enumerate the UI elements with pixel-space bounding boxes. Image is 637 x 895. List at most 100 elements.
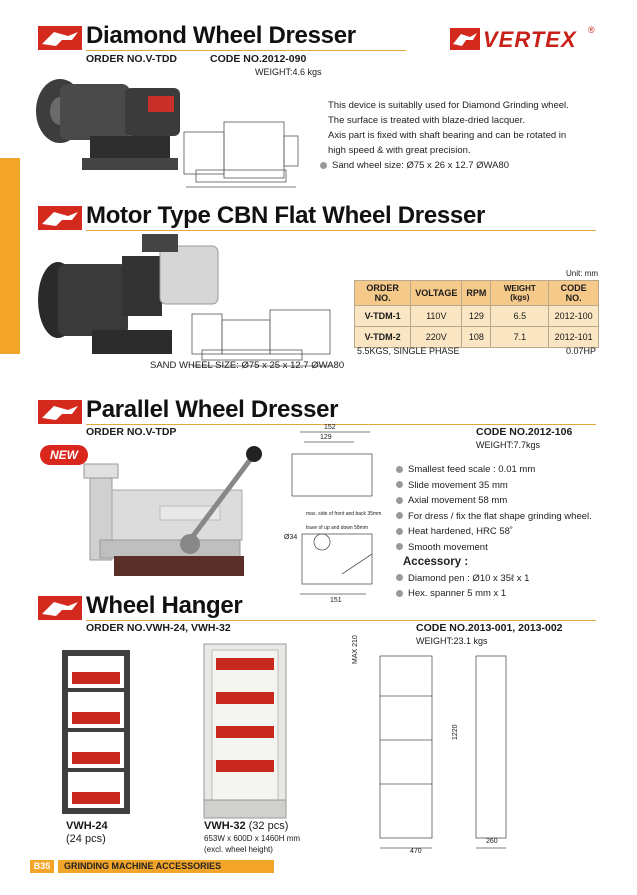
list-item: Hex. spanner 5 mm x 1	[396, 586, 592, 602]
dim-label: 129	[320, 434, 332, 441]
eagle-logo-icon	[38, 400, 82, 424]
diamond-description: This device is suitablly used for Diamon…	[320, 98, 618, 173]
accessory-title: Accessory :	[403, 556, 469, 568]
vwh-32-image	[203, 643, 287, 819]
vwh-32-size: 653W x 600D x 1460H mm	[204, 834, 301, 843]
table-cell: 6.5	[490, 305, 550, 327]
diamond-dresser-image	[36, 79, 180, 170]
bullet-icon	[396, 543, 403, 551]
table-cell: 110V	[410, 305, 463, 327]
vwh-24-image	[62, 650, 130, 814]
sand-wheel-size: Sand wheel size: Ø75 x 26 x 12.7 ØWA80	[332, 160, 510, 171]
vwh-32-name: VWH-32	[204, 820, 246, 832]
list-item: Diamond pen : Ø10 x 35ℓ x 1	[396, 571, 592, 587]
footer-label: GRINDING MACHINE ACCESSORIES	[58, 860, 274, 873]
table-cell: V-TDM-1	[353, 305, 412, 327]
table-cell: 2012-101	[548, 326, 599, 348]
table-row: V-TDM-2 220V 108 7.1 2012-101	[353, 326, 599, 348]
eagle-logo-icon	[450, 28, 480, 50]
parallel-dresser-drawing	[291, 431, 373, 595]
table-cell: 220V	[410, 326, 463, 348]
bullet-icon	[320, 161, 327, 169]
list-item: Heat hardened, HRC 58˚	[396, 524, 592, 540]
table-header: CODE NO.	[548, 280, 599, 306]
bullet-icon	[396, 589, 403, 597]
table-cell: 129	[461, 305, 492, 327]
parallel-order: ORDER NO.V-TDP	[86, 426, 177, 438]
dim-label: 260	[486, 838, 498, 845]
table-cell: 2012-100	[548, 305, 599, 327]
dim-label: MAX 210	[352, 635, 359, 664]
desc-line: high speed & with great precision.	[328, 145, 471, 156]
vwh-24-name: VWH-24	[66, 820, 108, 832]
bullet-icon	[396, 481, 403, 489]
parallel-features: Smallest feed scale : 0.01 mm Slide move…	[396, 462, 592, 602]
dim-label: Ø34	[284, 534, 298, 541]
motor-title: Motor Type CBN Flat Wheel Dresser	[86, 202, 486, 229]
dim-label: trave of up and down 58mm	[306, 525, 368, 531]
hanger-drawing	[379, 655, 507, 849]
hanger-code: CODE NO.2013-001, 2013-002	[416, 622, 563, 634]
registered-mark: ®	[588, 25, 595, 35]
motor-sand-wheel: SAND WHEEL SIZE: Ø75 x 25 x 12.7 ØWA80	[150, 360, 345, 371]
vwh-32-label: VWH-32 (32 pcs)	[204, 820, 288, 832]
vertex-logo: VERTEX ®	[450, 25, 600, 52]
vwh-32-note: (excl. wheel height)	[204, 845, 273, 854]
table-row: V-TDM-1 110V 129 6.5 2012-100	[353, 305, 599, 327]
hanger-weight: WEIGHT:23.1 kgs	[416, 636, 488, 646]
table-cell: 7.1	[490, 326, 550, 348]
motor-dresser-image	[38, 234, 219, 354]
desc-line: This device is suitablly used for Diamon…	[328, 100, 569, 111]
diamond-title: Diamond Wheel Dresser	[86, 22, 356, 49]
vertex-wordmark: VERTEX	[483, 27, 577, 52]
dim-label: 152	[324, 424, 336, 431]
eagle-logo-icon	[38, 26, 82, 50]
desc-line: The surface is treated with blaze-dried …	[328, 115, 525, 126]
bullet-icon	[396, 496, 403, 504]
bullet-icon	[396, 574, 403, 582]
divider	[86, 424, 596, 425]
list-item: Slide movement 35 mm	[396, 478, 592, 494]
dim-label: max. side of front and back 35mm	[306, 511, 382, 517]
bullet-icon	[396, 465, 403, 473]
desc-line: Axis part is fixed with shaft bearing an…	[328, 130, 567, 141]
diamond-weight: WEIGHT:4.6 kgs	[255, 67, 322, 77]
parallel-code: CODE NO.2012-106	[476, 426, 573, 438]
bullet-icon	[396, 527, 403, 535]
diamond-dresser-drawing	[183, 121, 299, 188]
divider	[86, 50, 406, 51]
dim-label: 1220	[452, 724, 459, 740]
eagle-logo-icon	[38, 206, 82, 230]
list-item: For dress / fix the flat shape grinding …	[396, 509, 592, 525]
table-cell: V-TDM-2	[353, 326, 412, 348]
diamond-order: ORDER NO.V-TDD	[86, 53, 178, 65]
parallel-weight: WEIGHT:7.7kgs	[476, 440, 541, 450]
unit-label: Unit: mm	[566, 269, 598, 278]
dim-label: 151	[330, 597, 342, 604]
motor-dresser-drawing	[191, 309, 332, 367]
diamond-code: CODE NO.2012-090	[210, 53, 307, 65]
table-cell: 108	[461, 326, 492, 348]
list-item: Smooth movement	[396, 540, 592, 556]
vwh-24-pcs: (24 pcs)	[66, 833, 106, 845]
table-header: ORDER NO.	[353, 280, 412, 306]
eagle-logo-icon	[38, 596, 82, 620]
motor-power-note: 5.5KGS, SINGLE PHASE	[357, 346, 460, 356]
new-badge: NEW	[40, 445, 88, 465]
bullet-icon	[396, 512, 403, 520]
table-header: WEIGHT (kgs)	[490, 280, 550, 306]
parallel-dresser-image	[83, 446, 262, 576]
side-tab	[0, 158, 20, 354]
divider	[86, 230, 596, 231]
table-header: VOLTAGE	[410, 280, 463, 306]
list-item: Smallest feed scale : 0.01 mm	[396, 462, 592, 478]
dim-label: 470	[410, 848, 422, 855]
table-header: RPM	[461, 280, 492, 306]
list-item: Axial movement 58 mm	[396, 493, 592, 509]
hanger-title: Wheel Hanger	[86, 592, 243, 619]
motor-spec-table: ORDER NO. VOLTAGE RPM WEIGHT (kgs) CODE …	[353, 280, 599, 348]
hanger-order: ORDER NO.VWH-24, VWH-32	[86, 622, 231, 634]
vwh-32-pcs: (32 pcs)	[248, 820, 289, 832]
parallel-title: Parallel Wheel Dresser	[86, 396, 339, 423]
page-number: B35	[30, 860, 54, 873]
